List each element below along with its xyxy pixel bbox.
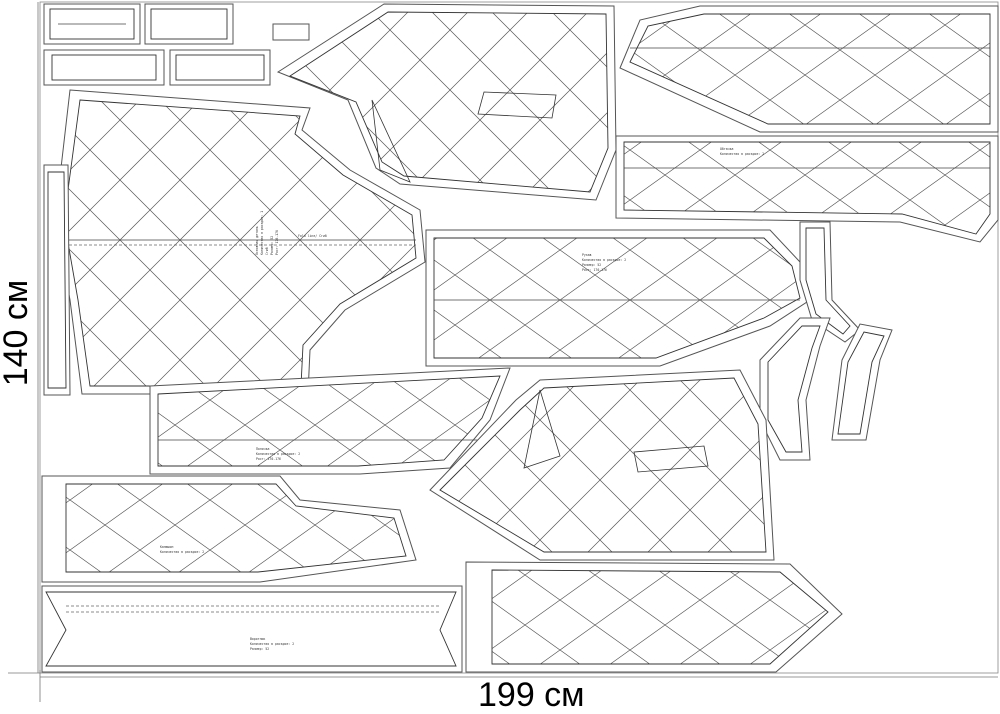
height-dimension-label: 140 см	[0, 279, 35, 387]
pattern-piece-band	[615, 135, 999, 243]
pattern-piece-collar-1	[799, 221, 861, 343]
note-line: Количество в раскрое: 2	[720, 152, 764, 156]
note-line: Рост: 170-176	[582, 268, 607, 272]
pattern-piece-front-lower	[429, 369, 775, 561]
pattern-piece-side-strip	[43, 164, 71, 396]
note-line: Количество в раскрое: 2	[582, 258, 626, 262]
annotation-front: Полочка Количество в раскрое: 2 Рост: 17…	[256, 447, 300, 461]
annotation-sleeve: Рукав Количество в раскрое: 2 Размер: 52…	[582, 253, 626, 272]
pattern-piece-sleeve-upper	[619, 5, 999, 133]
pattern-piece-collar-2	[759, 317, 831, 461]
pattern-piece-sleeve-left	[149, 367, 511, 475]
note-line: Количество в раскрое: 2	[160, 550, 204, 554]
label-card-5	[272, 23, 310, 41]
note-line: Обтачка	[720, 146, 734, 151]
note-line: Сгиб	[264, 247, 269, 255]
annotation-collar: Воротник Количество в раскрое: 2 Размер:…	[250, 637, 294, 651]
annotation-back: Основная деталь Количество в раскрое: 1 …	[255, 211, 279, 255]
note-line: Воротник	[250, 637, 265, 641]
fold-line-label: Fold line/ Сгиб	[298, 233, 327, 238]
width-dimension-line	[39, 670, 998, 702]
pattern-piece-back	[54, 89, 426, 395]
note-line: Рост: 170-176	[256, 457, 281, 461]
annotation-band: Обтачка Количество в раскрое: 2	[720, 146, 764, 156]
note-line: Рост: 170-176	[275, 230, 279, 255]
height-dimension-line	[8, 2, 40, 674]
label-card-1	[43, 3, 141, 45]
width-dimension-label: 199 см	[478, 676, 585, 714]
note-line: Количество в раскрое: 2	[250, 642, 294, 646]
label-card-2	[144, 3, 234, 45]
note-line: Количество в раскрое: 2	[256, 452, 300, 456]
note-line: Размер: 52	[582, 263, 601, 267]
note-line: Полочка	[256, 447, 270, 451]
note-line: Рукав	[582, 253, 592, 257]
sheet-border	[39, 1, 999, 674]
note-line: Капюшон	[160, 545, 174, 549]
pattern-piece-strip	[41, 585, 463, 673]
label-card-3	[43, 49, 165, 86]
note-line: Основная деталь	[255, 226, 259, 255]
pattern-piece-lower-right	[465, 561, 843, 673]
label-card-4	[169, 49, 271, 86]
pattern-piece-sleeve-center	[425, 229, 811, 367]
pattern-piece-hood	[41, 475, 417, 583]
note-line: Количество в раскрое: 1	[260, 211, 264, 255]
note-line: Размер: 52	[270, 236, 274, 255]
pattern-piece-front-upper	[276, 3, 617, 201]
note-line: Размер: 52	[250, 647, 269, 651]
annotation-hood: Капюшон Количество в раскрое: 2	[160, 545, 204, 554]
pattern-piece-collar-3	[831, 323, 893, 441]
